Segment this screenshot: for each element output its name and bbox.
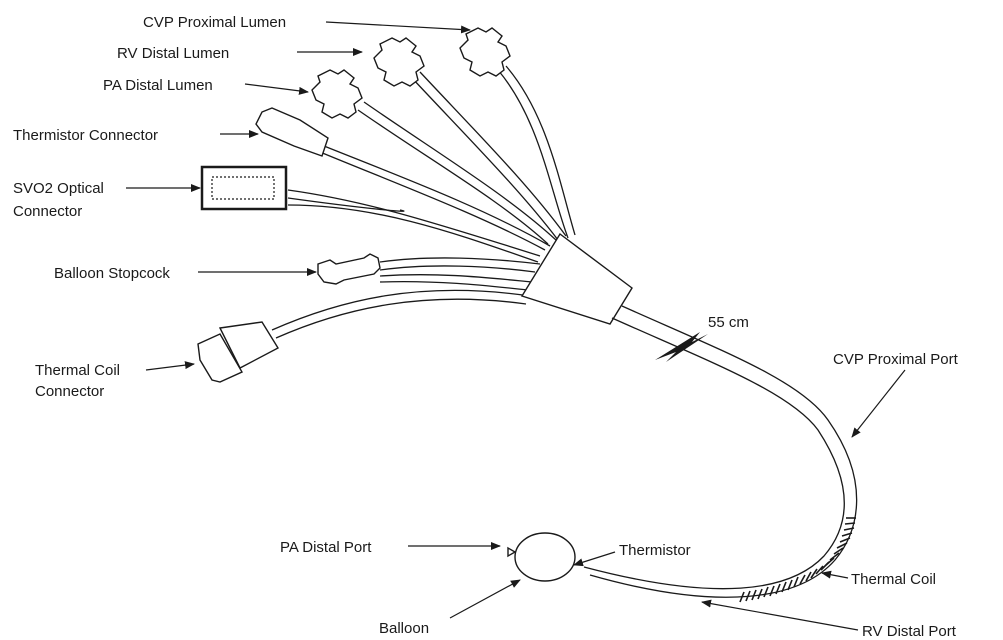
label-cvp-proximal-port: CVP Proximal Port <box>833 351 959 368</box>
label-thermistor-connector: Thermistor Connector <box>13 127 158 144</box>
label-pa-distal-lumen: PA Distal Lumen <box>103 77 213 94</box>
labels: CVP Proximal Lumen RV Distal Lumen PA Di… <box>13 14 959 640</box>
thermal-coil-connector <box>218 321 279 369</box>
label-pa-distal-port: PA Distal Port <box>280 539 372 556</box>
leader-arrows <box>126 21 906 631</box>
balloon <box>514 532 576 582</box>
label-svo2-connector: Connector <box>13 203 82 220</box>
pa-distal-tip <box>507 546 517 558</box>
label-thermal-coil: Thermal Coil <box>851 571 936 588</box>
label-cvp-proximal-lumen: CVP Proximal Lumen <box>143 14 286 31</box>
pa-distal-connector <box>311 69 363 119</box>
label-thermal-coil-connector-2: Connector <box>35 383 104 400</box>
label-length-marker: 55 cm <box>708 314 749 331</box>
label-balloon: Balloon <box>379 620 429 637</box>
lumen-tubes <box>271 65 576 339</box>
svo2-optical-window <box>211 176 275 200</box>
label-balloon-stopcock: Balloon Stopcock <box>54 265 170 282</box>
label-thermistor: Thermistor <box>619 542 691 559</box>
thermal-coil-hatching <box>739 517 856 603</box>
connectors <box>197 27 511 383</box>
catheter-body <box>583 305 858 598</box>
label-thermal-coil-connector-1: Thermal Coil <box>35 362 120 379</box>
cvp-proximal-connector <box>459 27 511 77</box>
thermistor-connector <box>255 107 329 157</box>
rv-distal-connector <box>373 37 425 87</box>
balloon-stopcock <box>317 253 381 285</box>
length-break-marker <box>655 332 708 362</box>
label-rv-distal-port: RV Distal Port <box>862 623 957 640</box>
catheter-hub <box>520 232 633 325</box>
thermal-coil-connector-plug <box>197 333 243 383</box>
svo2-optical-connector <box>200 165 288 211</box>
label-rv-distal-lumen: RV Distal Lumen <box>117 45 229 62</box>
label-svo2-optical: SVO2 Optical <box>13 180 104 197</box>
